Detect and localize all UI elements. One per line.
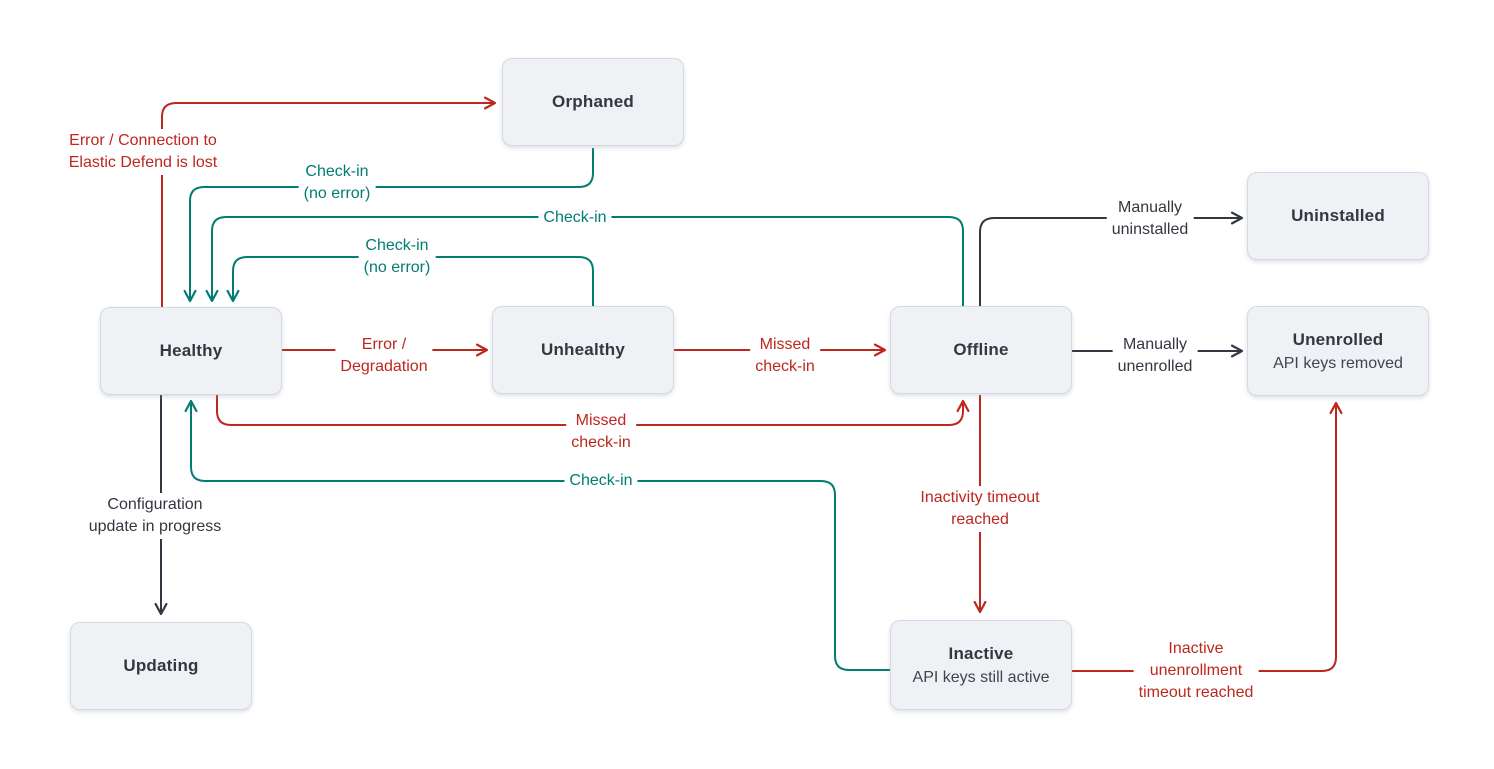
node-inactive-label: Inactive bbox=[948, 643, 1014, 663]
node-unhealthy-label: Unhealthy bbox=[541, 340, 625, 359]
edge-label-unhealthy-to-healthy: Check-in (no error) bbox=[358, 234, 436, 280]
edge-path-offline-to-uninstalled bbox=[979, 211, 1244, 306]
edge-label-healthy-to-offline: Missed check-in bbox=[566, 409, 636, 455]
node-uninstalled: Uninstalled bbox=[1247, 172, 1429, 260]
edge-path-inactive-to-unenrolled bbox=[1070, 401, 1343, 672]
node-inactive: Inactive API keys still active bbox=[890, 620, 1072, 710]
node-updating: Updating bbox=[70, 622, 252, 710]
edge-label-inactive-to-unenrolled: Inactive unenrollment timeout reached bbox=[1133, 637, 1259, 705]
edge-path-healthy-to-orphaned bbox=[161, 96, 497, 307]
edge-label-healthy-to-orphaned: Error / Connection to Elastic Defend is … bbox=[63, 129, 223, 175]
edge-label-inactive-to-healthy: Check-in bbox=[564, 469, 638, 493]
node-updating-label: Updating bbox=[123, 656, 199, 675]
node-inactive-sublabel: API keys still active bbox=[912, 668, 1050, 686]
node-orphaned-label: Orphaned bbox=[552, 92, 634, 111]
edge-path-offline-to-healthy bbox=[205, 216, 964, 306]
node-unhealthy: Unhealthy bbox=[492, 306, 674, 394]
edge-label-offline-to-healthy: Check-in bbox=[538, 206, 612, 230]
edge-path-inactive-to-healthy bbox=[184, 399, 890, 671]
node-orphaned: Orphaned bbox=[502, 58, 684, 146]
node-unenrolled-sublabel: API keys removed bbox=[1273, 354, 1403, 372]
edge-label-offline-to-uninstalled: Manually uninstalled bbox=[1106, 196, 1194, 242]
node-uninstalled-label: Uninstalled bbox=[1291, 206, 1385, 225]
node-unenrolled-label: Unenrolled bbox=[1292, 329, 1384, 349]
edge-label-offline-to-inactive: Inactivity timeout reached bbox=[915, 486, 1045, 532]
edge-label-healthy-to-unhealthy: Error / Degradation bbox=[335, 333, 433, 379]
edge-label-offline-to-unenrolled: Manually unenrolled bbox=[1112, 333, 1198, 379]
edge-path-orphaned-to-healthy bbox=[183, 148, 594, 303]
node-healthy: Healthy bbox=[100, 307, 282, 395]
node-offline-label: Offline bbox=[953, 340, 1009, 359]
node-healthy-label: Healthy bbox=[159, 341, 223, 360]
edge-label-orphaned-to-healthy: Check-in (no error) bbox=[298, 160, 376, 206]
node-offline: Offline bbox=[890, 306, 1072, 394]
edge-label-unhealthy-to-offline: Missed check-in bbox=[750, 333, 820, 379]
edge-label-healthy-to-updating: Configuration update in progress bbox=[83, 493, 227, 539]
node-unenrolled: Unenrolled API keys removed bbox=[1247, 306, 1429, 396]
